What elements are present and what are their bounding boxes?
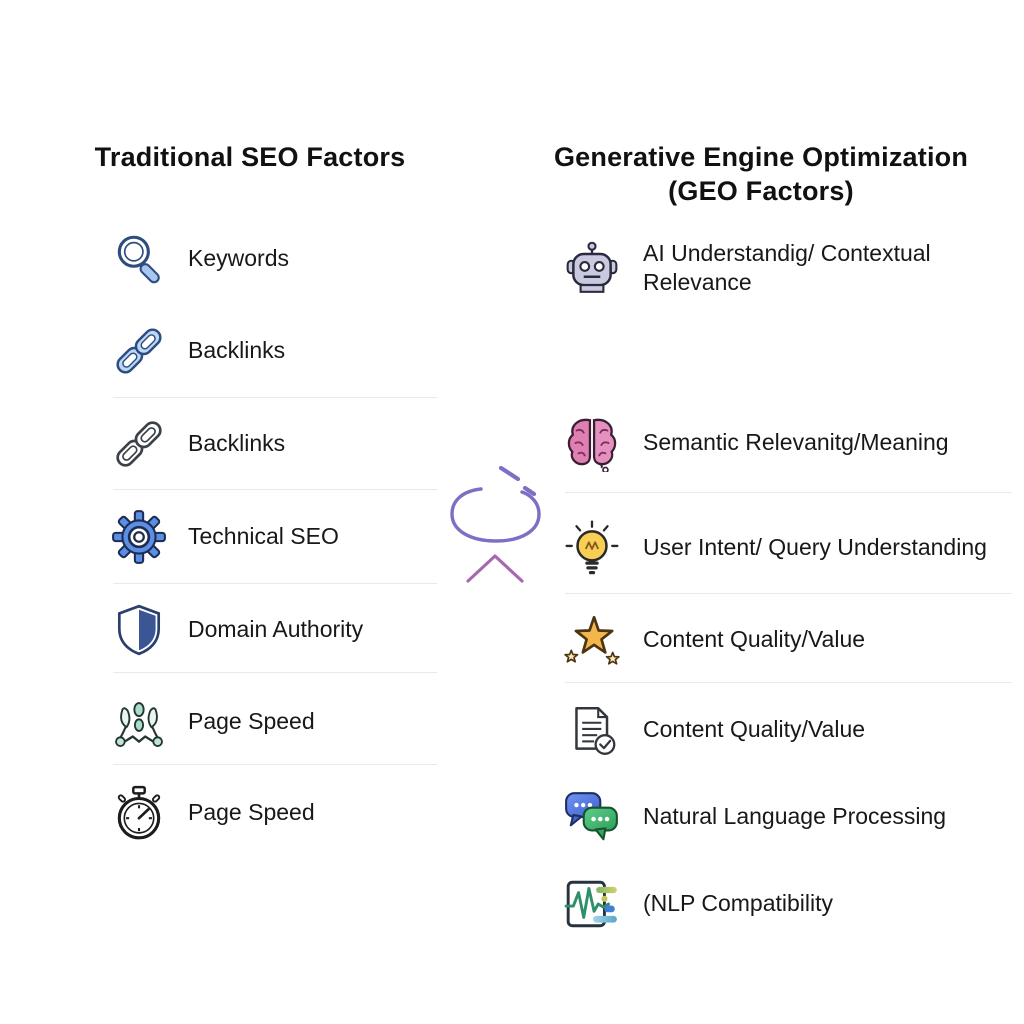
factor-label: Page Speed — [188, 708, 315, 735]
factor-row-keywords: Keywords — [110, 214, 455, 304]
factor-label: Keywords — [188, 245, 289, 272]
factor-row-page-speed: Page Speed — [110, 677, 455, 767]
factor-label: Content Quality/Value — [643, 716, 866, 743]
gear-icon — [110, 508, 168, 566]
factor-label: Natural Language Processing — [643, 803, 947, 830]
factor-row-ai-understandig-contextual-relevance: AI Understandig/ Contextual Relevance — [563, 223, 1015, 313]
factor-label: Domain Authority — [188, 616, 364, 643]
row-divider — [113, 764, 437, 765]
factor-label: Page Speed — [188, 799, 315, 826]
row-divider — [113, 583, 437, 584]
document-check-icon — [563, 701, 621, 759]
brain-icon — [563, 414, 621, 472]
right-column-title-line1: Generative Engine Optimization — [553, 142, 969, 173]
factor-label: Content Quality/Value — [643, 626, 866, 653]
chain-link-gray-icon — [110, 415, 168, 473]
factor-label: Backlinks — [188, 337, 286, 364]
factor-label: User Intent/ Query Understanding — [643, 534, 987, 561]
row-divider — [113, 672, 437, 673]
waveform-icon — [563, 875, 621, 933]
factor-row-semantic-relevanitg-meaning: Semantic Relevanitg/Meaning — [563, 398, 1015, 488]
row-divider — [113, 489, 437, 490]
up-arrow-icon — [466, 554, 524, 852]
factor-label: Technical SEO — [188, 523, 339, 550]
factor-label: (NLP Compatibility — [643, 890, 834, 917]
factor-row-domain-authority: Domain Authority — [110, 585, 455, 675]
stopwatch-icon — [110, 784, 168, 842]
factor-row-backlinks: Backlinks — [110, 306, 455, 396]
left-column-title: Traditional SEO Factors — [94, 142, 406, 173]
factor-row-content-quality-value: Content Quality/Value — [563, 685, 1015, 775]
row-divider — [565, 492, 1012, 493]
chain-link-blue-icon — [110, 322, 168, 380]
right-column-title: Generative Engine Optimization (GEO Fact… — [518, 140, 1004, 208]
row-divider — [565, 682, 1012, 683]
factor-row-content-quality-value: Content Quality/Value — [563, 595, 1015, 685]
plant-growth-icon — [110, 693, 168, 751]
factor-row-nlp-compatibility: (NLP Compatibility — [563, 859, 1015, 949]
shield-icon — [110, 601, 168, 659]
factor-row-user-intent-query-understanding: User Intent/ Query Understanding — [563, 503, 1015, 593]
right-column-title-line2: (GEO Factors) — [668, 176, 854, 207]
factor-row-technical-seo: Technical SEO — [110, 492, 455, 582]
row-divider — [565, 593, 1012, 594]
chat-bubbles-icon — [563, 788, 621, 846]
star-icon — [563, 611, 621, 669]
factor-row-backlinks: Backlinks — [110, 399, 455, 489]
factor-label: Semantic Relevanitg/Meaning — [643, 429, 949, 456]
factor-label: AI Understandig/ Contextual Relevance — [643, 239, 931, 295]
factor-row-natural-language-processing: Natural Language Processing — [563, 772, 1015, 862]
factor-row-page-speed: Page Speed — [110, 768, 455, 858]
lightbulb-icon — [563, 519, 621, 577]
refresh-loop-icon — [450, 465, 541, 543]
factor-label: Backlinks — [188, 430, 286, 457]
row-divider — [113, 397, 437, 398]
robot-icon — [563, 239, 621, 297]
magnifier-icon — [110, 230, 168, 288]
